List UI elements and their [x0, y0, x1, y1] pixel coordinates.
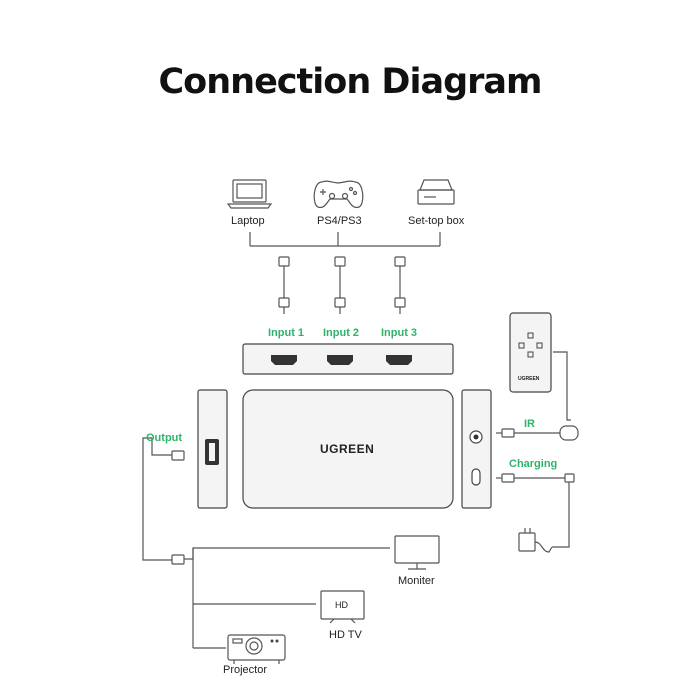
switch-body [242, 389, 454, 509]
control-panel [461, 389, 492, 509]
hdtv-icon [320, 590, 365, 624]
monitor-icon [394, 535, 440, 570]
source-label-laptop: Laptop [231, 215, 265, 227]
input-panel [242, 343, 454, 375]
charging-cable [496, 473, 575, 548]
laptop-icon [226, 179, 273, 209]
ir-receiver-cable [496, 425, 579, 441]
power-adapter-icon [518, 528, 553, 553]
set-top-box-icon [417, 179, 455, 205]
input-label-2: Input 2 [323, 327, 360, 339]
hdtv-screen-text: HD [335, 600, 348, 610]
source-label-set-top-box: Set-top box [408, 215, 465, 227]
hdmi-cable-1 [278, 256, 290, 314]
page-title: Connection Diagram [158, 62, 543, 102]
output-label: Output [146, 432, 183, 444]
source-label-ps4: PS4/PS3 [317, 215, 362, 227]
gamepad-icon [313, 180, 364, 209]
remote-brand-logo: UGREEN [518, 376, 540, 382]
output-cable [142, 437, 185, 565]
ir-label: IR [524, 418, 535, 430]
projector-icon [227, 634, 286, 664]
destination-label-projector: Projector [223, 664, 268, 676]
destination-label-hdtv: HD TV [329, 629, 362, 641]
input-label-3: Input 3 [381, 327, 418, 339]
hdmi-cable-3 [394, 256, 406, 314]
input-label-1: Input 1 [268, 327, 305, 339]
charging-label: Charging [509, 458, 558, 470]
device-brand-logo: UGREEN [320, 442, 375, 456]
output-panel [197, 389, 228, 509]
remote-control-icon [509, 312, 552, 393]
hdmi-cable-2 [334, 256, 346, 314]
destination-label-monitor: Moniter [398, 575, 435, 587]
